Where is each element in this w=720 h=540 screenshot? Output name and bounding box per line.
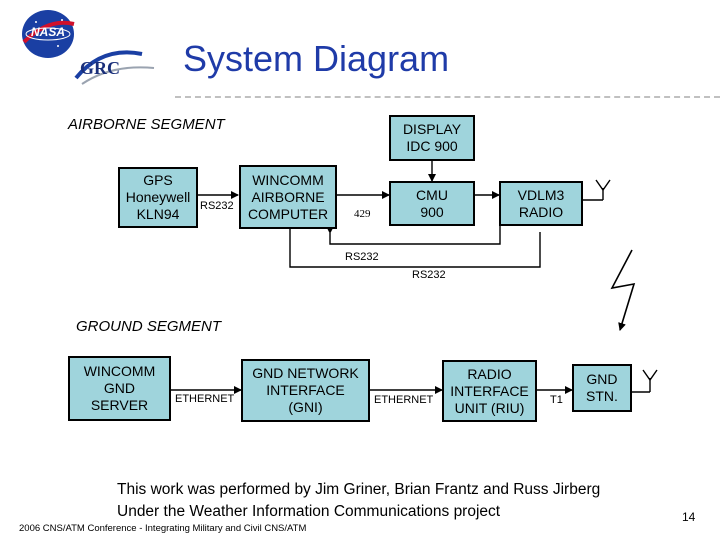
gnd-stn-box: GND STN. [572, 364, 632, 412]
grc-logo-swoosh [74, 50, 155, 85]
grc-logo: GRC [72, 44, 162, 90]
title-divider [175, 96, 720, 98]
gni-box: GND NETWORK INTERFACE (GNI) [241, 359, 370, 422]
gps-box: GPS Honeywell KLN94 [118, 167, 198, 228]
antenna-ground-icon [632, 369, 658, 393]
riu-box: RADIO INTERFACE UNIT (RIU) [442, 360, 537, 422]
airborne-segment-heading: AIRBORNE SEGMENT [68, 116, 225, 133]
vdlm3-box: VDLM3 RADIO [499, 181, 583, 226]
display-box: DISPLAY IDC 900 [389, 115, 475, 161]
nasa-logo-text: NASA [30, 25, 65, 39]
caption-line-1: This work was performed by Jim Griner, B… [117, 481, 601, 498]
slide-title: System Diagram [183, 38, 450, 79]
rs232-mid-label: RS232 [412, 269, 446, 281]
ethernet-2-label: ETHERNET [374, 394, 434, 406]
link-429-label: 429 [354, 208, 371, 220]
link-rs232-lower [286, 219, 541, 268]
page-number: 14 [682, 510, 696, 524]
link-rs232-loop [326, 226, 501, 245]
grc-logo-text: GRC [80, 58, 120, 78]
wincomm-gnd-server-box: WINCOMM GND SERVER [68, 356, 171, 421]
rs232-return-label: RS232 [345, 251, 379, 263]
nasa-logo-graphic [22, 10, 75, 58]
ethernet-1-label: ETHERNET [175, 393, 235, 405]
antenna-airborne-icon [583, 179, 611, 201]
nasa-logo: NASA [18, 8, 78, 60]
cmu-box: CMU 900 [389, 181, 475, 226]
ground-segment-heading: GROUND SEGMENT [76, 318, 222, 335]
radio-link-bolt-icon [610, 249, 636, 331]
rs232-gps-label: RS232 [200, 200, 234, 212]
wincomm-airborne-box: WINCOMM AIRBORNE COMPUTER [239, 165, 337, 229]
slide-footer: 2006 CNS/ATM Conference - Integrating Mi… [19, 523, 307, 534]
t1-label: T1 [550, 394, 563, 406]
caption-line-2: Under the Weather Information Communicat… [117, 503, 501, 520]
